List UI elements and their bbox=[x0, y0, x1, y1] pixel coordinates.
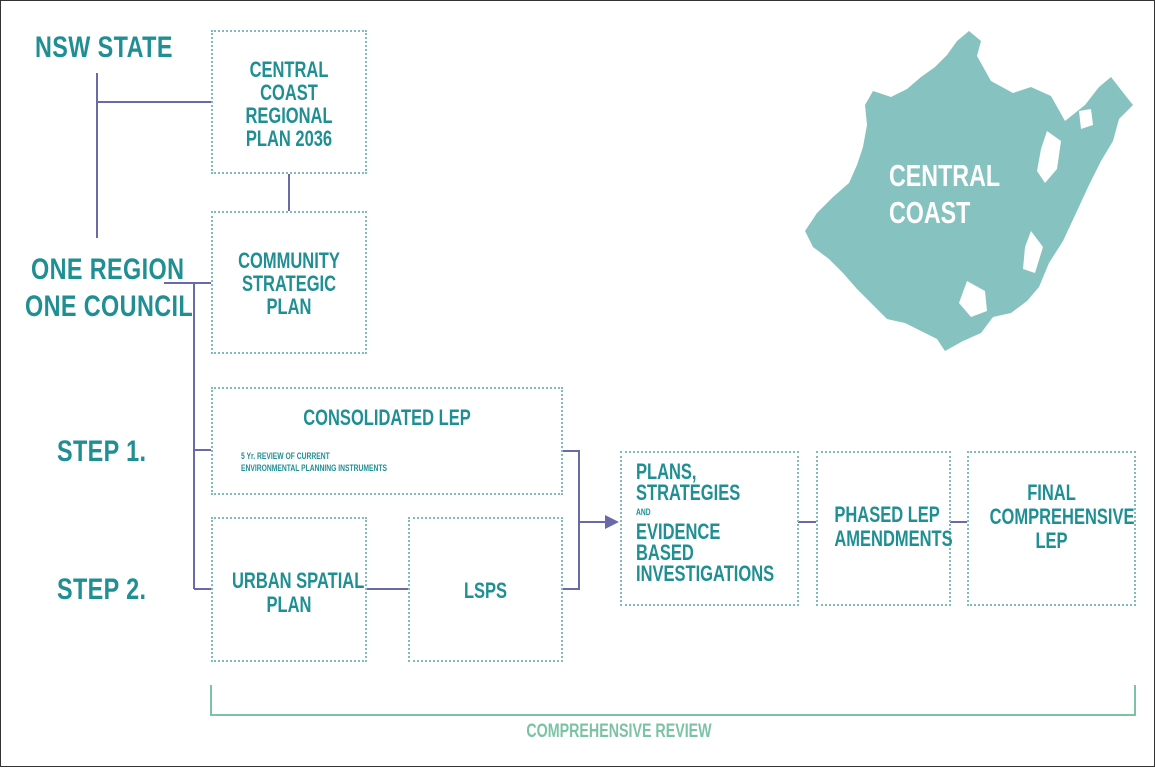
consolidated-lep-box: CONSOLIDATED LEP 5 Yr. REVIEW OF CURRENT… bbox=[211, 387, 563, 495]
phased-lep-line: PHASED LEP bbox=[834, 502, 940, 527]
plans-strategies-line: PLANS, bbox=[636, 459, 697, 484]
final-lep-text: FINAL COMPREHENSIVE LEP bbox=[989, 480, 1135, 553]
consolidated-lep-title: CONSOLIDATED LEP bbox=[303, 405, 471, 430]
community-plan-line: PLAN bbox=[266, 294, 312, 319]
plans-strategies-line: INVESTIGATIONS bbox=[636, 561, 775, 586]
regional-plan-line: PLAN 2036 bbox=[245, 126, 333, 151]
plans-strategies-line: STRATEGIES bbox=[636, 480, 741, 505]
central-coast-map bbox=[805, 31, 1133, 351]
lake-cutout bbox=[1079, 109, 1093, 129]
map-label: CENTRAL COAST bbox=[889, 157, 1000, 231]
regional-plan-line: REGIONAL bbox=[245, 103, 333, 128]
urban-spatial-plan-text: URBAN SPATIAL PLAN bbox=[232, 568, 365, 617]
community-plan-box: COMMUNITY STRATEGIC PLAN bbox=[211, 211, 367, 354]
urban-spatial-plan-box: URBAN SPATIAL PLAN bbox=[211, 517, 367, 662]
comprehensive-review-label: COMPREHENSIVE REVIEW bbox=[526, 721, 712, 742]
nsw-state-label: NSW STATE bbox=[35, 31, 173, 64]
community-plan-line: COMMUNITY bbox=[238, 248, 340, 273]
merge-bracket-connector bbox=[563, 450, 580, 590]
regional-plan-line: CENTRAL bbox=[249, 57, 329, 82]
plans-strategies-line: BASED bbox=[636, 540, 694, 565]
final-lep-box: FINAL COMPREHENSIVE LEP bbox=[967, 451, 1136, 606]
phased-lep-line: AMENDMENTS bbox=[834, 526, 953, 551]
regional-plan-box: CENTRAL COAST REGIONAL PLAN 2036 bbox=[211, 30, 367, 174]
consolidated-lep-subtitle: 5 Yr. REVIEW OF CURRENT ENVIRONMENTAL PL… bbox=[241, 451, 391, 474]
bay-cutout bbox=[959, 281, 987, 317]
lake-cutout bbox=[1037, 131, 1061, 183]
final-lep-line: COMPREHENSIVE bbox=[989, 504, 1135, 529]
consolidated-lep-subtitle-line: ENVIRONMENTAL PLANNING INSTRUMENTS bbox=[241, 462, 388, 473]
lsps-box: LSPS bbox=[408, 517, 563, 662]
step1-label: STEP 1. bbox=[57, 435, 147, 468]
phased-lep-text: PHASED LEP AMENDMENTS bbox=[834, 502, 953, 551]
map-label-line: COAST bbox=[889, 195, 971, 231]
plans-strategies-box: PLANS, STRATEGIES AND EVIDENCE BASED INV… bbox=[620, 451, 799, 606]
community-plan-text: COMMUNITY STRATEGIC PLAN bbox=[232, 249, 346, 318]
one-region-label: ONE REGION bbox=[31, 253, 185, 286]
regional-plan-text: CENTRAL COAST REGIONAL PLAN 2036 bbox=[232, 58, 346, 150]
urban-spatial-plan-line: PLAN bbox=[266, 592, 312, 617]
final-lep-line: LEP bbox=[1035, 528, 1068, 553]
plans-strategies-text: PLANS, STRATEGIES AND EVIDENCE BASED INV… bbox=[636, 459, 775, 586]
final-lep-line: FINAL bbox=[1027, 480, 1076, 505]
map-label-line: CENTRAL bbox=[889, 158, 1001, 193]
consolidated-lep-subtitle-line: 5 Yr. REVIEW OF CURRENT bbox=[241, 451, 330, 461]
phased-lep-box: PHASED LEP AMENDMENTS bbox=[816, 451, 953, 606]
review-bracket bbox=[210, 685, 1136, 716]
regional-plan-line: COAST bbox=[260, 80, 318, 105]
one-council-label: ONE COUNCIL bbox=[25, 290, 194, 323]
lsps-text: LSPS bbox=[463, 578, 508, 603]
plans-strategies-line: EVIDENCE bbox=[636, 519, 721, 544]
urban-spatial-plan-line: URBAN SPATIAL bbox=[232, 568, 365, 593]
merge-arrow-head bbox=[605, 515, 619, 529]
plans-strategies-and: AND bbox=[636, 507, 651, 517]
step2-label: STEP 2. bbox=[57, 573, 147, 606]
lake-cutout bbox=[1023, 231, 1043, 273]
community-plan-line: STRATEGIC bbox=[241, 271, 337, 296]
